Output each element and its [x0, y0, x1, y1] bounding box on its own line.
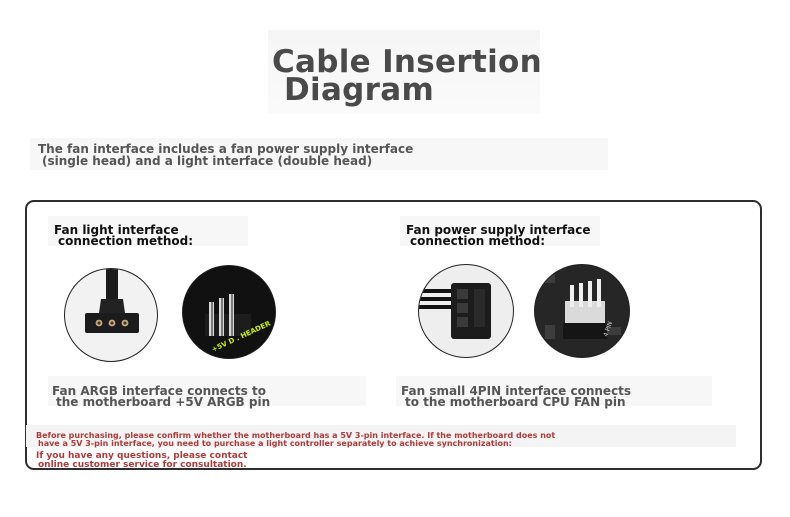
argb-header-pins-icon: +5V D . HEADER [183, 266, 275, 358]
left-heading-background [48, 216, 248, 246]
left-heading-line-2: connection method: [58, 234, 194, 248]
argb-header-photo: +5V D . HEADER [182, 265, 276, 359]
title-background [268, 30, 540, 114]
purchase-notice: Before purchasing, please confirm whethe… [36, 432, 555, 448]
right-panel-caption: Fan small 4PIN interface connects to the… [401, 384, 632, 409]
fan-4pin-connector-photo [418, 264, 514, 358]
cpu-fan-header-photo: 4 PIN [534, 264, 630, 358]
left-heading-line-1: Fan light interface [54, 223, 179, 237]
left-caption-line-2: the motherboard +5V ARGB pin [56, 395, 271, 409]
title-line-2: Diagram [284, 72, 435, 108]
right-heading-line-1: Fan power supply interface [406, 223, 591, 237]
fan-4pin-connector-icon [419, 283, 491, 339]
right-caption-line-2: to the motherboard CPU FAN pin [405, 395, 626, 409]
left-caption-background [48, 376, 366, 406]
right-heading-background [400, 216, 600, 246]
contact-line-1: If you have any questions, please contac… [36, 451, 248, 461]
left-panel-caption: Fan ARGB interface connects to the mothe… [52, 384, 271, 409]
cpu-fan-header-pins-icon: 4 PIN [535, 265, 629, 357]
right-panel-heading: Fan power supply interface connection me… [406, 223, 591, 248]
right-heading-line-2: connection method: [410, 234, 546, 248]
intro-line-1: The fan interface includes a fan power s… [38, 142, 414, 156]
contact-notice: If you have any questions, please contac… [36, 452, 248, 470]
notice-background [26, 425, 736, 447]
notice-line-1: Before purchasing, please confirm whethe… [36, 431, 556, 440]
argb-connector-photo [64, 268, 158, 362]
left-panel-heading: Fan light interface connection method: [54, 223, 194, 248]
left-caption-line-1: Fan ARGB interface connects to [52, 384, 266, 398]
right-caption-background [396, 376, 712, 406]
intro-background [30, 138, 608, 170]
title-line-1: Cable Insertion [272, 44, 542, 80]
intro-text: The fan interface includes a fan power s… [38, 143, 413, 167]
cpu-fan-header-label: 4 PIN [602, 321, 614, 338]
intro-line-2: (single head) and a light interface (dou… [42, 154, 373, 168]
page-title: Cable Insertion Diagram [272, 47, 552, 108]
argb-connector-icon [85, 269, 139, 333]
contact-line-2: online customer service for consultation… [38, 460, 247, 470]
right-caption-line-1: Fan small 4PIN interface connects [401, 384, 632, 398]
notice-line-2: have a 5V 3-pin interface, you need to p… [38, 439, 512, 448]
